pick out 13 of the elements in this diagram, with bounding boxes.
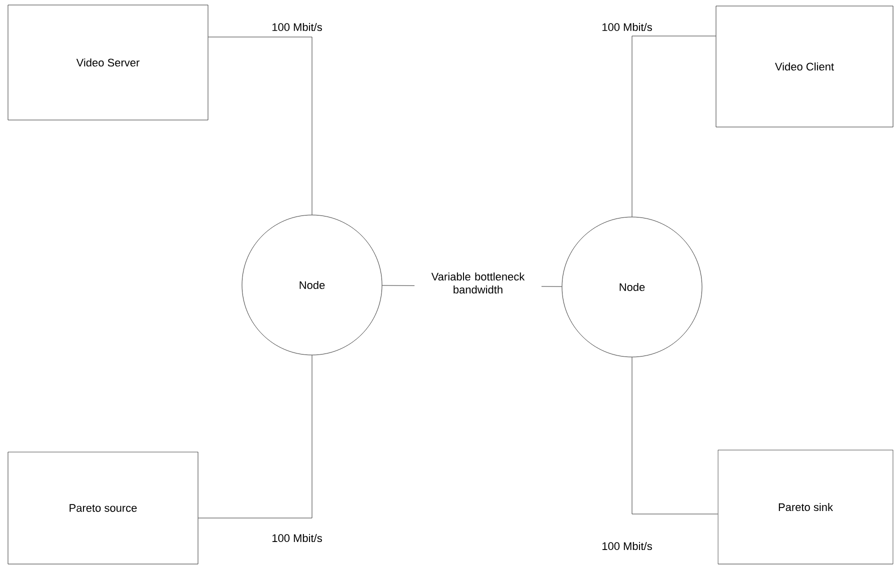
edge-label: Variable bottleneck bandwidth [414,271,542,295]
edge-label: 100 Mbit/s [272,22,322,32]
connector-line [198,355,312,518]
process-box: Video Server [8,4,208,120]
connector-line [632,36,716,217]
edge-label: 100 Mbit/s [602,542,652,550]
edge-label: 100 Mbit/s [602,22,652,32]
connector-line [208,36,312,215]
process-box: Pareto sink [718,450,894,564]
process-box: Pareto source [8,452,198,564]
connector-line [632,357,718,514]
process-box: Video Client [716,6,894,128]
edge-label: 100 Mbit/s [272,534,322,542]
